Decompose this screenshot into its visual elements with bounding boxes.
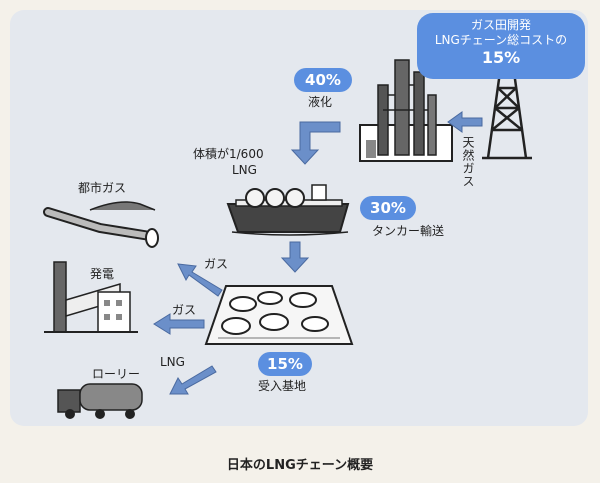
tanker-lorry bbox=[57, 383, 143, 419]
power-label: 発電 bbox=[90, 267, 115, 281]
arrow-tanker-to-terminal bbox=[280, 241, 310, 273]
header-callout: ガス田開発 LNGチェーン総コストの 15% bbox=[417, 13, 585, 79]
liquefaction-percent-badge: 40% bbox=[294, 68, 352, 92]
city-gas-label: 都市ガス bbox=[78, 181, 127, 195]
lorry-label: ローリー bbox=[92, 367, 141, 381]
arrow-well-to-plant bbox=[447, 111, 483, 133]
lng-tanker bbox=[226, 184, 350, 236]
gas-well-derrick bbox=[482, 64, 532, 160]
header-line-1: ガス田開発 bbox=[470, 18, 531, 32]
tanker-label: タンカー輸送 bbox=[372, 224, 445, 238]
arrow-terminal-to-lorry bbox=[169, 365, 217, 395]
arrow-plant-to-tanker bbox=[290, 121, 341, 165]
lng-to-lorry-label: LNG bbox=[160, 355, 185, 369]
tanker-percent-badge: 30% bbox=[360, 196, 416, 220]
header-percent: 15% bbox=[481, 48, 521, 67]
city-gas-pipeline bbox=[43, 201, 159, 248]
terminal-label: 受入基地 bbox=[258, 379, 307, 393]
gas-to-power-label: ガス bbox=[172, 303, 197, 317]
power-plant bbox=[44, 261, 138, 333]
gas-to-city-label: ガス bbox=[204, 257, 229, 271]
liquefaction-label: 液化 bbox=[308, 95, 333, 109]
natural-gas-label: 天然ガス bbox=[461, 136, 475, 188]
header-line-2: LNGチェーン総コストの bbox=[434, 33, 568, 47]
arrow-terminal-to-power bbox=[153, 313, 205, 335]
arrow-terminal-to-city bbox=[177, 263, 223, 297]
figure-caption: 日本のLNGチェーン概要 bbox=[226, 458, 374, 473]
liquefaction-plant bbox=[359, 59, 453, 162]
terminal-percent-badge: 15% bbox=[258, 352, 312, 376]
volume-note: 体積が1/600 bbox=[193, 147, 264, 161]
volume-note-lng: LNG bbox=[232, 163, 257, 177]
receiving-terminal bbox=[204, 285, 354, 345]
